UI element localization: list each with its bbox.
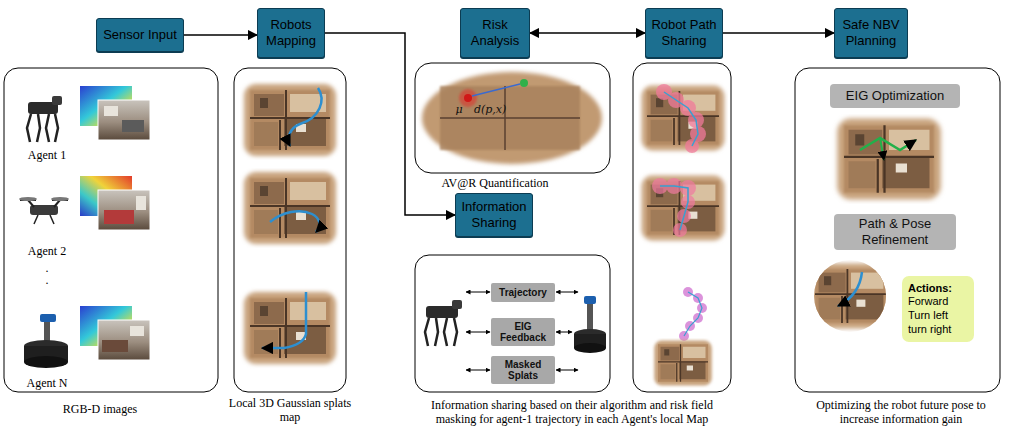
node-text: Risk Analysis bbox=[465, 17, 525, 48]
risk-field-map bbox=[422, 72, 602, 164]
node-text: Path & Pose Refinement bbox=[840, 216, 950, 247]
caption-label: . bbox=[42, 262, 52, 274]
node-text: Safe NBV Planning bbox=[839, 17, 903, 48]
caption-label: AV@R Quantification bbox=[410, 176, 580, 190]
caption-label: Agent 2 bbox=[12, 244, 82, 258]
node-text: Information Sharing bbox=[460, 199, 528, 230]
rgbd-images-1 bbox=[80, 86, 150, 140]
process-box: Safe NBV Planning bbox=[834, 8, 908, 58]
caption-label: Information sharing based on their algor… bbox=[412, 398, 732, 427]
node-text: Sensor Input bbox=[103, 27, 177, 43]
symbol-label: d(p,x) bbox=[474, 104, 514, 116]
caption-label: Agent 1 bbox=[12, 148, 82, 162]
flow-arrow bbox=[530, 32, 645, 34]
rgbd-images-2 bbox=[80, 176, 150, 230]
agent-1-quadruped bbox=[27, 96, 62, 142]
caption-label: Optimizing the robot future pose to incr… bbox=[806, 398, 996, 427]
shared-item-box: EIG Feedback bbox=[491, 318, 555, 346]
actions-box: Actions:Forward Turn left turn right bbox=[902, 276, 974, 342]
flow-arrow bbox=[184, 34, 257, 36]
node-text: EIG Feedback bbox=[495, 321, 551, 344]
caption-label: Agent N bbox=[12, 376, 82, 390]
caption-label: Local 3D Gaussian splats map bbox=[224, 396, 356, 425]
node-text: Masked Splats bbox=[495, 359, 551, 382]
step-box: Path & Pose Refinement bbox=[834, 214, 956, 250]
process-box: Robot Path Sharing bbox=[645, 8, 723, 58]
step-box: EIG Optimization bbox=[830, 84, 960, 108]
process-box: Risk Analysis bbox=[460, 8, 530, 58]
agent-n-wheeled-robot bbox=[24, 314, 68, 368]
flow-arrow bbox=[325, 33, 455, 215]
panel-outlines bbox=[4, 63, 1000, 392]
shared-paths bbox=[642, 84, 725, 386]
shared-item-box: Masked Splats bbox=[491, 356, 555, 384]
shared-item-box: Trajectory bbox=[491, 283, 555, 302]
node-text: Robot Path Sharing bbox=[650, 17, 718, 48]
node-text: Actions: bbox=[908, 282, 952, 296]
process-box: Information Sharing bbox=[455, 193, 533, 237]
caption-label: RGB-D images bbox=[30, 402, 170, 416]
caption-label: . bbox=[42, 274, 52, 286]
node-text: EIG Optimization bbox=[846, 88, 944, 104]
node-text: Trajectory bbox=[499, 287, 547, 299]
process-box: Sensor Input bbox=[96, 18, 184, 52]
node-body: Forward Turn left turn right bbox=[908, 295, 968, 336]
symbol-label: μ bbox=[452, 104, 466, 116]
sharing-agents bbox=[425, 296, 606, 353]
local-gaussian-maps bbox=[244, 84, 336, 364]
process-box: Robots Mapping bbox=[257, 8, 325, 58]
agent-2-drone bbox=[19, 197, 69, 224]
flow-arrow bbox=[723, 32, 834, 34]
rgbd-images-n bbox=[80, 306, 150, 360]
node-text: Robots Mapping bbox=[262, 17, 320, 48]
